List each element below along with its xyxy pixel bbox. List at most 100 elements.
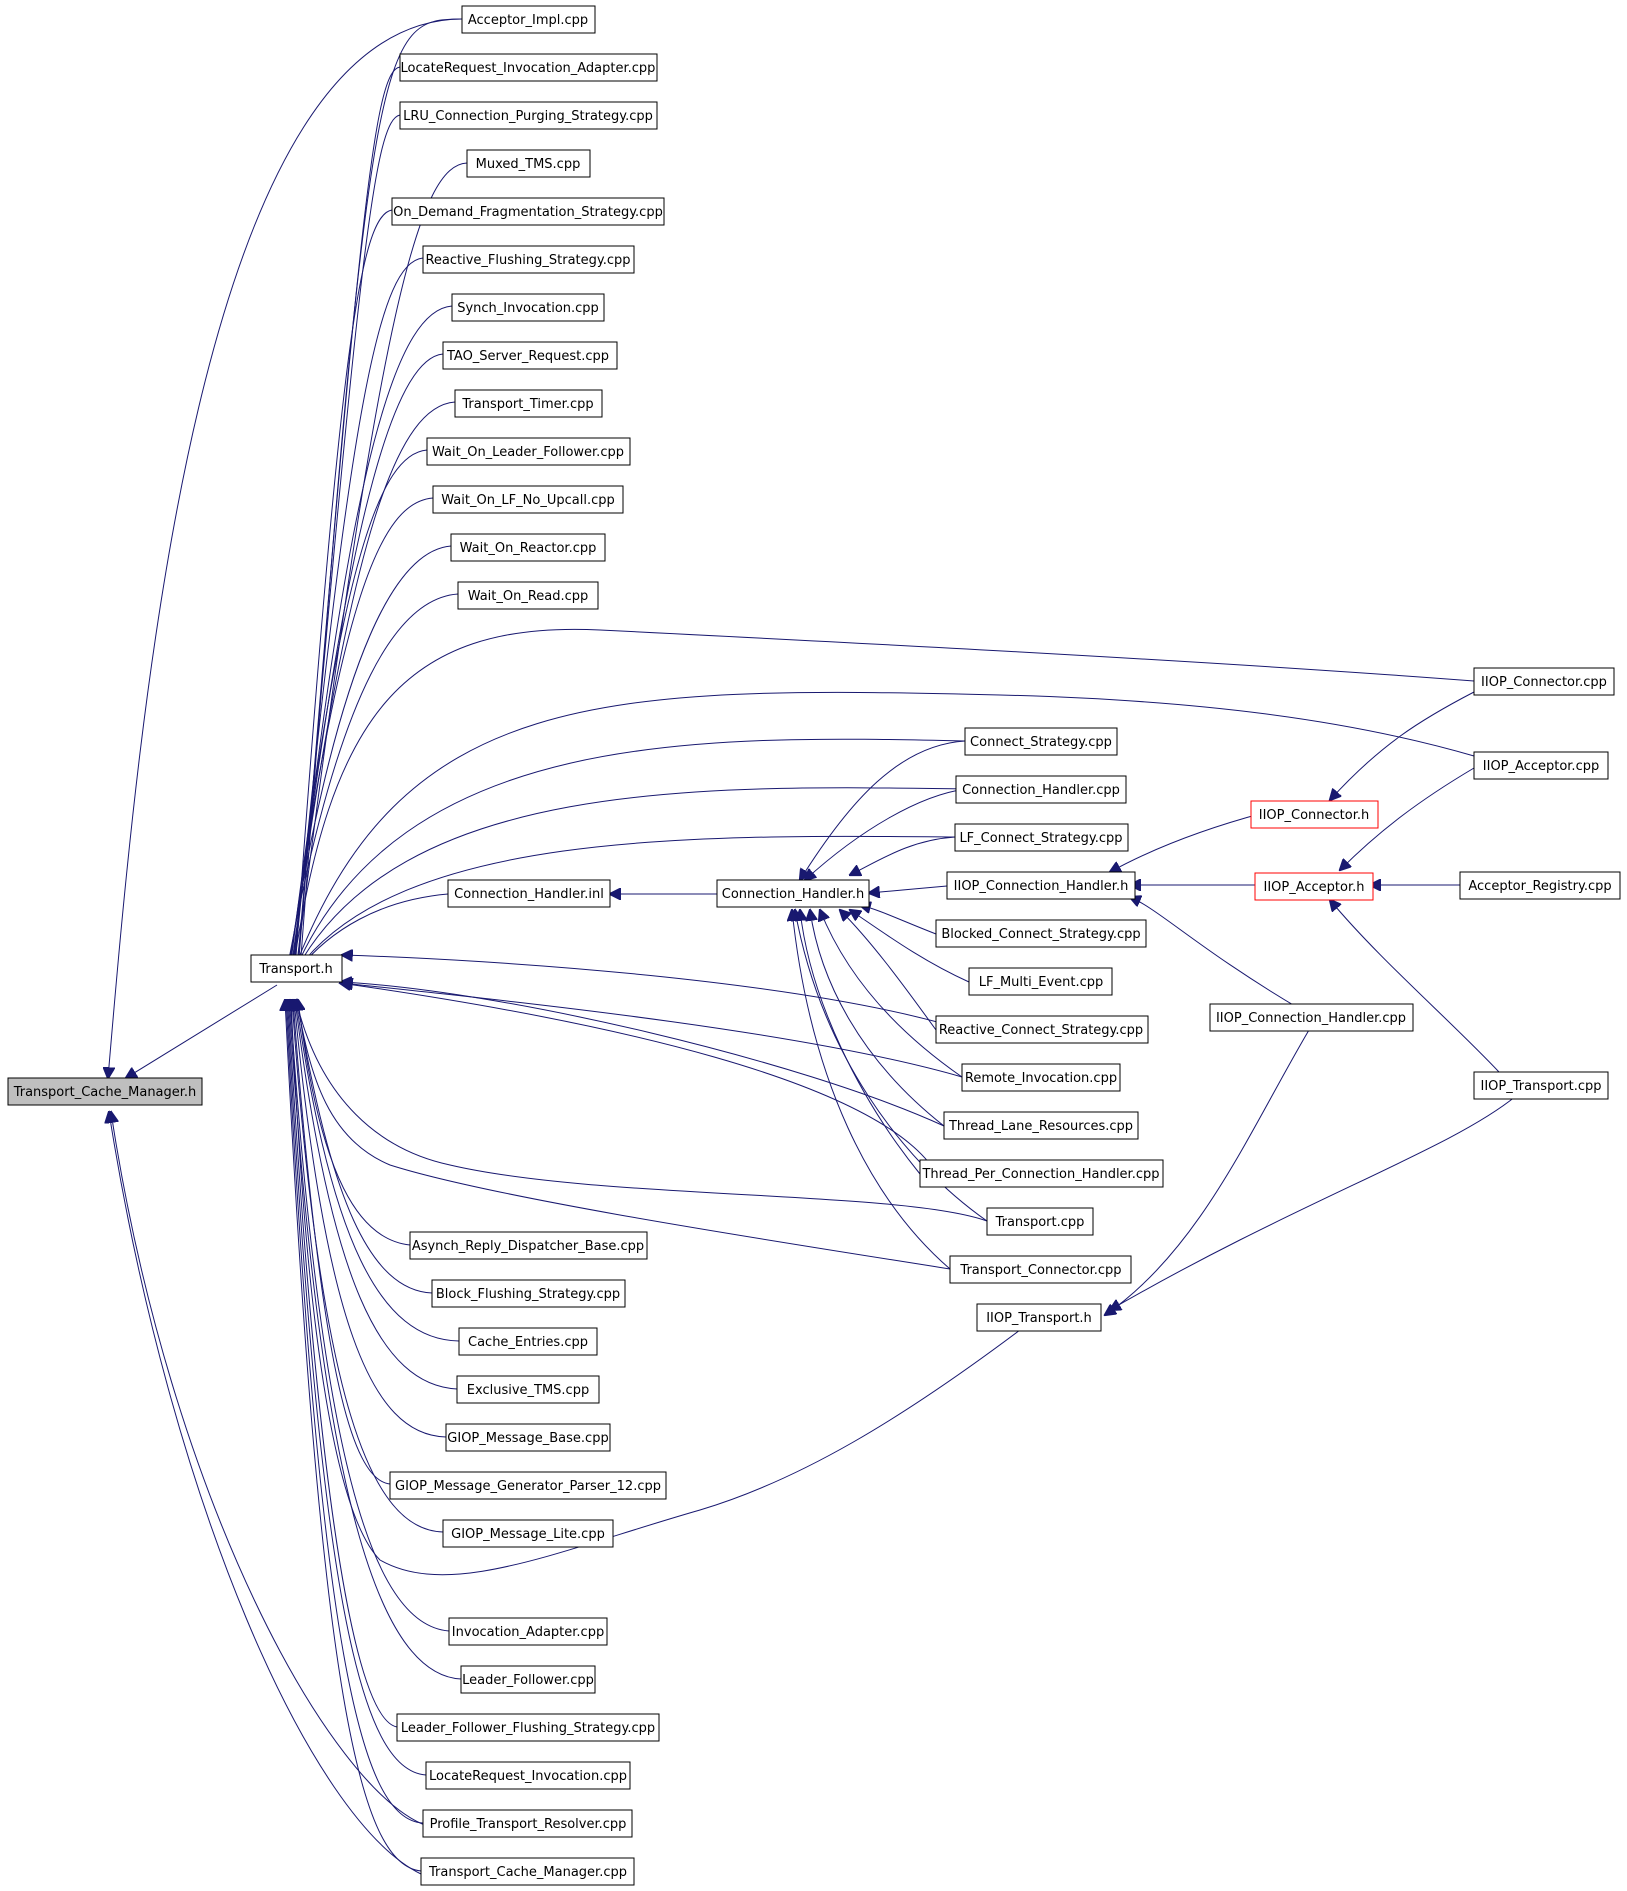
svg-text:GIOP_Message_Base.cpp: GIOP_Message_Base.cpp bbox=[447, 1431, 608, 1446]
svg-text:IIOP_Transport.cpp: IIOP_Transport.cpp bbox=[1480, 1079, 1601, 1094]
node-remote-invocation-cpp[interactable]: Remote_Invocation.cpp bbox=[961, 1063, 1121, 1092]
svg-text:Reactive_Connect_Strategy.cpp: Reactive_Connect_Strategy.cpp bbox=[939, 1023, 1143, 1038]
svg-text:Connection_Handler.cpp: Connection_Handler.cpp bbox=[962, 783, 1120, 798]
svg-text:Wait_On_Leader_Follower.cpp: Wait_On_Leader_Follower.cpp bbox=[432, 445, 624, 460]
svg-text:Profile_Transport_Resolver.cpp: Profile_Transport_Resolver.cpp bbox=[430, 1817, 627, 1832]
svg-text:IIOP_Transport.h: IIOP_Transport.h bbox=[986, 1311, 1092, 1326]
svg-text:Synch_Invocation.cpp: Synch_Invocation.cpp bbox=[457, 301, 599, 316]
edges bbox=[108, 18, 1517, 1875]
svg-text:Connection_Handler.inl: Connection_Handler.inl bbox=[454, 887, 604, 902]
svg-text:Wait_On_Read.cpp: Wait_On_Read.cpp bbox=[468, 589, 589, 604]
node-block-flushing-strategy-cpp[interactable]: Block_Flushing_Strategy.cpp bbox=[431, 1279, 626, 1308]
svg-text:LocateRequest_Invocation.cpp: LocateRequest_Invocation.cpp bbox=[429, 1769, 627, 1784]
node-transport-cache-manager-cpp[interactable]: Transport_Cache_Manager.cpp bbox=[420, 1857, 635, 1886]
svg-text:Transport_Timer.cpp: Transport_Timer.cpp bbox=[461, 397, 593, 412]
node-iiop-transport-cpp[interactable]: IIOP_Transport.cpp bbox=[1473, 1071, 1609, 1100]
svg-text:Remote_Invocation.cpp: Remote_Invocation.cpp bbox=[965, 1071, 1117, 1086]
node-giop-message-lite-cpp[interactable]: GIOP_Message_Lite.cpp bbox=[442, 1519, 614, 1548]
node-connection-handler-h[interactable]: Connection_Handler.h bbox=[716, 879, 870, 908]
svg-text:IIOP_Connection_Handler.cpp: IIOP_Connection_Handler.cpp bbox=[1216, 1011, 1406, 1026]
node-iiop-transport-h[interactable]: IIOP_Transport.h bbox=[976, 1303, 1102, 1332]
node-asynch-reply-dispatcher-base-cpp[interactable]: Asynch_Reply_Dispatcher_Base.cpp bbox=[409, 1231, 648, 1260]
svg-text:Blocked_Connect_Strategy.cpp: Blocked_Connect_Strategy.cpp bbox=[941, 927, 1140, 942]
node-thread-lane-resources-cpp[interactable]: Thread_Lane_Resources.cpp bbox=[943, 1111, 1139, 1140]
svg-text:Acceptor_Registry.cpp: Acceptor_Registry.cpp bbox=[1468, 879, 1611, 894]
node-connection-handler-inl[interactable]: Connection_Handler.inl bbox=[447, 879, 611, 908]
svg-text:Leader_Follower_Flushing_Strat: Leader_Follower_Flushing_Strategy.cpp bbox=[401, 1721, 655, 1736]
svg-text:GIOP_Message_Lite.cpp: GIOP_Message_Lite.cpp bbox=[451, 1527, 605, 1542]
node-giop-message-generator-parser-12-cpp[interactable]: GIOP_Message_Generator_Parser_12.cpp bbox=[389, 1471, 667, 1500]
node-reactive-connect-strategy-cpp[interactable]: Reactive_Connect_Strategy.cpp bbox=[935, 1015, 1149, 1044]
node-exclusive-tms-cpp[interactable]: Exclusive_TMS.cpp bbox=[456, 1375, 600, 1404]
node-acceptor-registry-cpp[interactable]: Acceptor_Registry.cpp bbox=[1459, 871, 1621, 900]
svg-text:Transport_Cache_Manager.cpp: Transport_Cache_Manager.cpp bbox=[428, 1865, 627, 1880]
svg-text:Wait_On_LF_No_Upcall.cpp: Wait_On_LF_No_Upcall.cpp bbox=[441, 493, 614, 508]
svg-text:IIOP_Acceptor.h: IIOP_Acceptor.h bbox=[1263, 880, 1364, 895]
svg-text:Block_Flushing_Strategy.cpp: Block_Flushing_Strategy.cpp bbox=[436, 1287, 620, 1302]
node-lf-multi-event-cpp[interactable]: LF_Multi_Event.cpp bbox=[968, 967, 1113, 996]
node-reactive-flushing-strategy-cpp[interactable]: Reactive_Flushing_Strategy.cpp bbox=[422, 245, 635, 274]
svg-text:LRU_Connection_Purging_Strateg: LRU_Connection_Purging_Strategy.cpp bbox=[403, 109, 653, 124]
node-iiop-connector-cpp[interactable]: IIOP_Connector.cpp bbox=[1473, 667, 1615, 696]
svg-text:TAO_Server_Request.cpp: TAO_Server_Request.cpp bbox=[446, 349, 609, 364]
node-leader-follower-flushing-strategy-cpp[interactable]: Leader_Follower_Flushing_Strategy.cpp bbox=[396, 1713, 660, 1742]
node-giop-message-base-cpp[interactable]: GIOP_Message_Base.cpp bbox=[445, 1423, 611, 1452]
node-transport-connector-cpp[interactable]: Transport_Connector.cpp bbox=[949, 1255, 1132, 1284]
node-leader-follower-cpp[interactable]: Leader_Follower.cpp bbox=[460, 1665, 596, 1694]
node-profile-transport-resolver-cpp[interactable]: Profile_Transport_Resolver.cpp bbox=[422, 1809, 633, 1838]
node-iiop-connection-handler-h[interactable]: IIOP_Connection_Handler.h bbox=[946, 871, 1136, 900]
svg-text:IIOP_Acceptor.cpp: IIOP_Acceptor.cpp bbox=[1483, 759, 1599, 774]
node-lru-connection-purging-strategy-cpp[interactable]: LRU_Connection_Purging_Strategy.cpp bbox=[399, 101, 658, 130]
node-connect-strategy-cpp[interactable]: Connect_Strategy.cpp bbox=[964, 727, 1118, 756]
svg-text:Asynch_Reply_Dispatcher_Base.c: Asynch_Reply_Dispatcher_Base.cpp bbox=[412, 1239, 644, 1254]
svg-text:Muxed_TMS.cpp: Muxed_TMS.cpp bbox=[476, 157, 581, 172]
svg-text:Acceptor_Impl.cpp: Acceptor_Impl.cpp bbox=[468, 13, 588, 28]
node-acceptor-impl-cpp[interactable]: Acceptor_Impl.cpp bbox=[461, 5, 596, 34]
svg-text:Leader_Follower.cpp: Leader_Follower.cpp bbox=[462, 1673, 594, 1688]
svg-text:IIOP_Connection_Handler.h: IIOP_Connection_Handler.h bbox=[954, 879, 1129, 894]
svg-text:IIOP_Connector.h: IIOP_Connector.h bbox=[1259, 808, 1369, 823]
node-muxed-tms-cpp[interactable]: Muxed_TMS.cpp bbox=[466, 149, 591, 178]
node-iiop-connection-handler-cpp[interactable]: IIOP_Connection_Handler.cpp bbox=[1209, 1003, 1414, 1032]
node-wait-on-reactor-cpp[interactable]: Wait_On_Reactor.cpp bbox=[450, 533, 606, 562]
svg-text:Wait_On_Reactor.cpp: Wait_On_Reactor.cpp bbox=[460, 541, 597, 556]
svg-text:Connect_Strategy.cpp: Connect_Strategy.cpp bbox=[970, 735, 1112, 750]
node-tao-server-request-cpp[interactable]: TAO_Server_Request.cpp bbox=[442, 341, 618, 370]
node-transport-cache-manager-h[interactable]: Transport_Cache_Manager.h bbox=[7, 1077, 203, 1106]
node-locaterequest-invocation-adapter-cpp[interactable]: LocateRequest_Invocation_Adapter.cpp bbox=[399, 53, 658, 82]
node-transport-timer-cpp[interactable]: Transport_Timer.cpp bbox=[454, 389, 603, 418]
node-transport-h[interactable]: Transport.h bbox=[250, 954, 343, 983]
node-cache-entries-cpp[interactable]: Cache_Entries.cpp bbox=[458, 1327, 598, 1356]
node-wait-on-leader-follower-cpp[interactable]: Wait_On_Leader_Follower.cpp bbox=[426, 437, 631, 466]
node-transport-cpp[interactable]: Transport.cpp bbox=[986, 1207, 1094, 1236]
svg-text:LF_Multi_Event.cpp: LF_Multi_Event.cpp bbox=[979, 975, 1104, 990]
node-on-demand-fragmentation-strategy-cpp[interactable]: On_Demand_Fragmentation_Strategy.cpp bbox=[391, 197, 665, 226]
node-wait-on-lf-no-upcall-cpp[interactable]: Wait_On_LF_No_Upcall.cpp bbox=[432, 485, 624, 514]
node-locaterequest-invocation-cpp[interactable]: LocateRequest_Invocation.cpp bbox=[425, 1761, 631, 1790]
svg-text:Transport_Connector.cpp: Transport_Connector.cpp bbox=[959, 1263, 1121, 1278]
node-connection-handler-cpp[interactable]: Connection_Handler.cpp bbox=[955, 775, 1127, 804]
svg-text:GIOP_Message_Generator_Parser_: GIOP_Message_Generator_Parser_12.cpp bbox=[395, 1479, 661, 1494]
node-iiop-connector-h[interactable]: IIOP_Connector.h bbox=[1250, 800, 1379, 829]
svg-text:On_Demand_Fragmentation_Strate: On_Demand_Fragmentation_Strategy.cpp bbox=[393, 205, 663, 220]
svg-text:Transport_Cache_Manager.h: Transport_Cache_Manager.h bbox=[13, 1085, 197, 1100]
node-blocked-connect-strategy-cpp[interactable]: Blocked_Connect_Strategy.cpp bbox=[935, 919, 1147, 948]
svg-text:Invocation_Adapter.cpp: Invocation_Adapter.cpp bbox=[452, 1625, 604, 1640]
node-iiop-acceptor-cpp[interactable]: IIOP_Acceptor.cpp bbox=[1473, 751, 1609, 780]
svg-text:Exclusive_TMS.cpp: Exclusive_TMS.cpp bbox=[467, 1383, 589, 1398]
svg-text:Transport.h: Transport.h bbox=[258, 962, 332, 977]
svg-text:Cache_Entries.cpp: Cache_Entries.cpp bbox=[468, 1335, 588, 1350]
svg-text:IIOP_Connector.cpp: IIOP_Connector.cpp bbox=[1481, 675, 1607, 690]
node-invocation-adapter-cpp[interactable]: Invocation_Adapter.cpp bbox=[448, 1617, 608, 1646]
node-lf-connect-strategy-cpp[interactable]: LF_Connect_Strategy.cpp bbox=[954, 823, 1129, 852]
node-synch-invocation-cpp[interactable]: Synch_Invocation.cpp bbox=[451, 293, 605, 322]
svg-text:Thread_Per_Connection_Handler.: Thread_Per_Connection_Handler.cpp bbox=[921, 1167, 1159, 1182]
node-wait-on-read-cpp[interactable]: Wait_On_Read.cpp bbox=[457, 581, 599, 610]
svg-text:Reactive_Flushing_Strategy.cpp: Reactive_Flushing_Strategy.cpp bbox=[425, 253, 630, 268]
node-thread-per-connection-handler-cpp[interactable]: Thread_Per_Connection_Handler.cpp bbox=[919, 1159, 1164, 1188]
node-iiop-acceptor-h[interactable]: IIOP_Acceptor.h bbox=[1254, 872, 1374, 901]
svg-text:Thread_Lane_Resources.cpp: Thread_Lane_Resources.cpp bbox=[948, 1119, 1133, 1134]
svg-text:Connection_Handler.h: Connection_Handler.h bbox=[722, 887, 864, 902]
svg-text:LF_Connect_Strategy.cpp: LF_Connect_Strategy.cpp bbox=[959, 831, 1122, 846]
